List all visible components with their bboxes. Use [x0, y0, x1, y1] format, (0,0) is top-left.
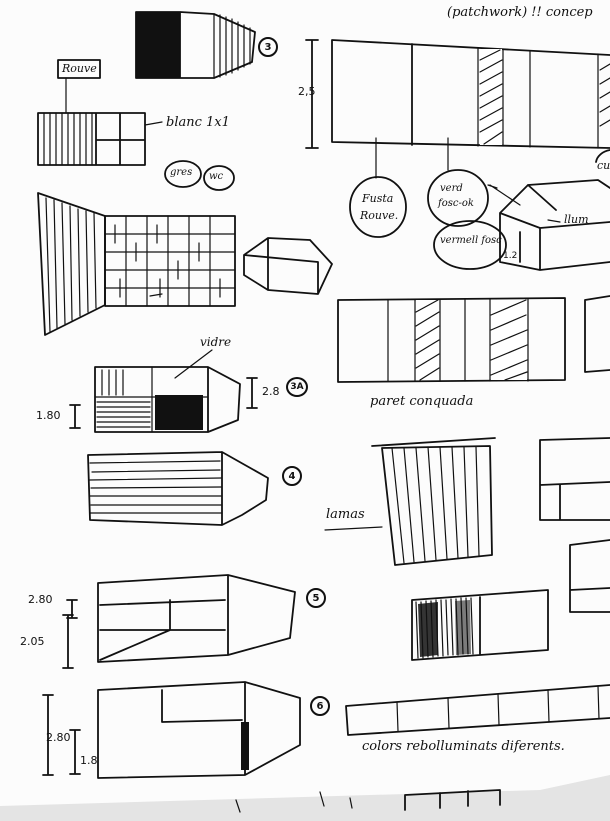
sketch-house-llum: [499, 149, 610, 271]
sketch-blanc-panel: [37, 59, 163, 166]
marker-3: 3: [258, 37, 278, 57]
dim-2-80-a: 2.80: [28, 593, 53, 606]
marker-3a: 3A: [286, 377, 308, 397]
label-llum: llum: [564, 213, 589, 226]
elevation-paret: [337, 295, 610, 383]
label-wc: wc: [209, 171, 224, 182]
sketch-bottom-fragment: [235, 789, 501, 813]
dim-1-80: 1.80: [36, 409, 61, 422]
dark-panel: [136, 12, 180, 78]
label-colors: colors rebolluminats diferents.: [362, 739, 565, 754]
label-verd-1: verd: [440, 183, 463, 194]
sketch-3a: [69, 349, 258, 433]
label-cu: cu: [597, 159, 610, 172]
sketch-long-strip: [345, 684, 610, 736]
marker-5: 5: [306, 588, 326, 608]
dim-2-8: 2.8: [262, 385, 280, 398]
sketch-swatch-panel: [411, 589, 549, 661]
sketch-4: [87, 451, 269, 526]
label-rouve-tag: Rouve: [62, 62, 97, 75]
sketch-5: [62, 574, 296, 669]
label-fusta-1: Fusta: [362, 192, 394, 205]
label-gres: gres: [170, 167, 193, 178]
dim-2-80-b: 2.80: [46, 731, 71, 744]
dim-2-05: 2.05: [20, 635, 45, 648]
sketch-gres-wc-bubbles: [164, 160, 235, 191]
marker-6: 6: [310, 696, 330, 716]
marker-4: 4: [282, 466, 302, 486]
sketch-6: [42, 681, 301, 779]
label-blanc: blanc 1x1: [166, 115, 230, 130]
dim-2-5: 2,5: [298, 85, 316, 98]
elevation-fusta: [305, 39, 610, 149]
sketch-lamas: [324, 437, 496, 566]
label-verd-2: fosc-ok: [438, 198, 474, 209]
sketch-small-box: [243, 237, 333, 295]
page-edge: [0, 775, 610, 821]
label-lamas: lamas: [326, 507, 365, 522]
sketch-right-blocks: [539, 437, 610, 613]
header-note: (patchwork) !! concep: [447, 5, 593, 20]
sketch-tiled-corridor: [37, 192, 236, 336]
material-bubbles: [349, 137, 521, 270]
label-fusta-2: Rouve.: [360, 209, 399, 222]
dim-1-8: 1.8: [80, 754, 98, 767]
dim-1-2: 1.2: [503, 251, 518, 261]
label-vermell: vermell fosc: [440, 235, 502, 246]
label-paret: paret conquada: [370, 394, 474, 409]
label-vidre: vidre: [200, 335, 232, 349]
sketch-3-corridor: [135, 11, 256, 79]
